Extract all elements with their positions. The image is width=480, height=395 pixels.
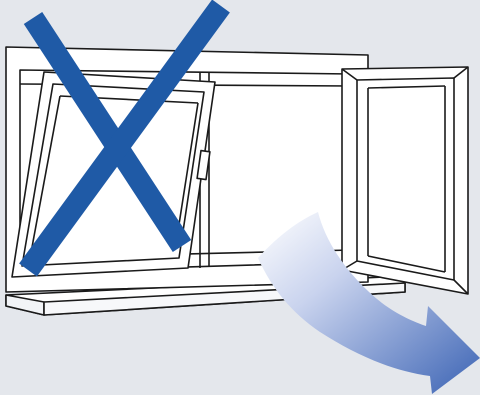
- curved-arrow-icon: [258, 212, 480, 394]
- blue-x-cross-icon: [19, 0, 230, 277]
- open-casement: [341, 66, 469, 295]
- sash-handle: [196, 149, 211, 181]
